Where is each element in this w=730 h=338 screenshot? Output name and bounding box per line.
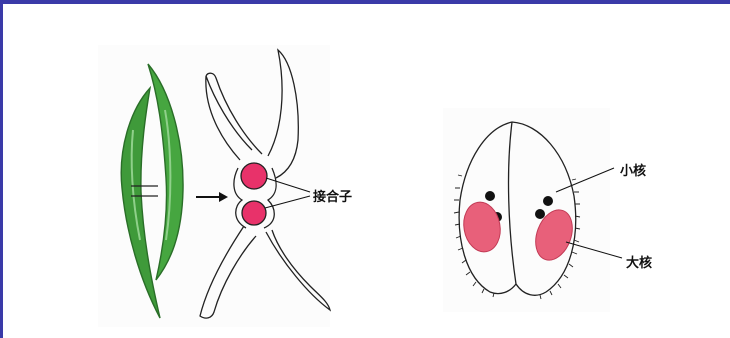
zygote-lower (242, 201, 266, 225)
zygote-upper (241, 163, 267, 189)
zygote-label: 接合子 (313, 186, 352, 205)
micronucleus-dot (535, 209, 545, 219)
micronucleus-label: 小核 (620, 160, 646, 179)
micronucleus-dot (485, 191, 495, 201)
macronucleus-label: 大核 (626, 252, 652, 271)
micronucleus-dot (543, 196, 553, 206)
